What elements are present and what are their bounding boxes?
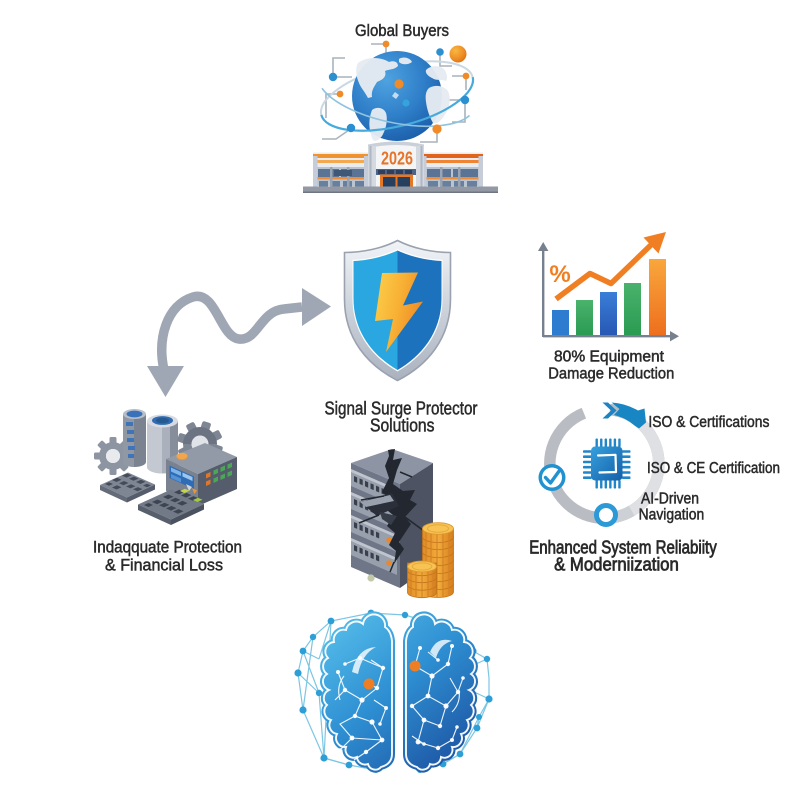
svg-text:Global Buyers: Global Buyers [355,21,449,40]
svg-text:Enhanced System Reliabiity: Enhanced System Reliabiity [529,537,717,557]
svg-text:ISO & Certifications: ISO & Certifications [648,414,769,431]
svg-text:AI-Driven: AI-Driven [641,490,699,507]
svg-text:%: % [549,261,570,288]
svg-text:& Moderniization: & Moderniization [554,554,679,574]
svg-text:ISO & CE Certification: ISO & CE Certification [647,460,780,477]
svg-text:Signal Surge Protector: Signal Surge Protector [325,399,478,419]
svg-text:& Financial Loss: & Financial Loss [105,556,223,575]
svg-text:Navigation: Navigation [639,507,705,524]
svg-text:2026: 2026 [381,148,413,169]
svg-text:Indaqquate Protection: Indaqquate Protection [93,537,242,556]
svg-text:Solutions: Solutions [370,416,435,436]
svg-text:80% Equipment: 80% Equipment [554,349,665,366]
svg-text:Damage Reduction: Damage Reduction [548,366,674,383]
